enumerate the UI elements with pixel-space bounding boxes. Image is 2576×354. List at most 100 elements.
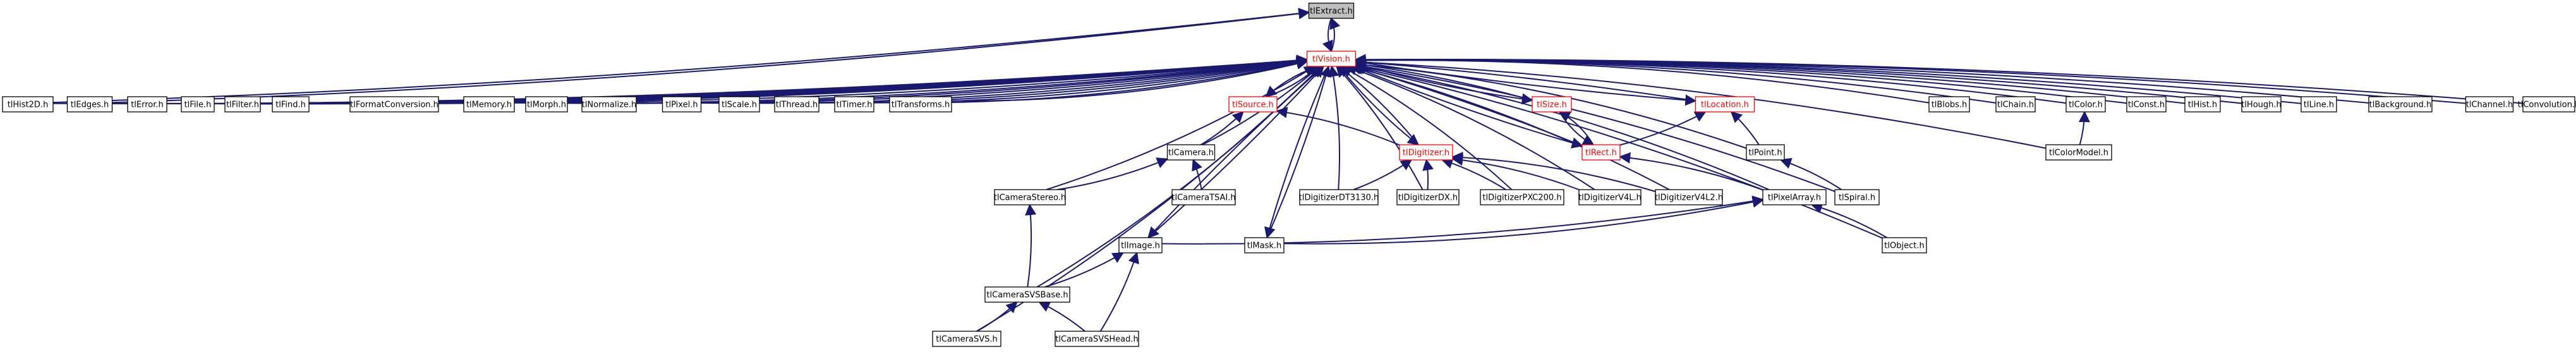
edge-tlCameraSVSBase-to-tlVision [1036, 65, 1322, 288]
node-tlSource[interactable]: tlSource.h [1228, 96, 1278, 113]
node-label: tlTransforms.h [892, 101, 950, 110]
node-tlDigitizerV4L[interactable]: tlDigitizerV4L.h [1578, 189, 1642, 205]
node-tlBackground[interactable]: tlBackground.h [2368, 96, 2433, 113]
node-label: tlSource.h [1232, 101, 1274, 110]
node-tlDigitizerPXC200[interactable]: tlDigitizerPXC200.h [1480, 189, 1564, 205]
node-tlDigitizerDT3130[interactable]: tlDigitizerDT3130.h [1299, 189, 1379, 205]
node-tlExtract[interactable]: tlExtract.h [1308, 3, 1355, 19]
edge-tlFormatConversion-to-tlVision [438, 55, 1309, 104]
node-tlColor[interactable]: tlColor.h [2065, 96, 2106, 113]
node-box [1228, 96, 1278, 113]
node-box [834, 96, 874, 113]
node-label: tlExtract.h [1310, 7, 1353, 16]
node-tlDigitizerV4L2[interactable]: tlDigitizerV4L2.h [1655, 189, 1723, 205]
node-tlCameraStereo[interactable]: tlCameraStereo.h [994, 189, 1066, 205]
edge-tlExtract-to-tlVision [1322, 18, 1333, 52]
node-tlFile[interactable]: tlFile.h [181, 96, 215, 113]
node-tlLine[interactable]: tlLine.h [2301, 96, 2337, 113]
node-tlSize[interactable]: tlSize.h [1532, 96, 1572, 113]
node-label: tlFile.h [184, 101, 212, 110]
edge-tlCameraStereo-to-tlCamera [1056, 157, 1169, 190]
node-box [1995, 96, 2036, 113]
node-tlLocation[interactable]: tlLocation.h [1695, 96, 1755, 113]
node-tlCameraSVSBase[interactable]: tlCameraSVSBase.h [984, 286, 1070, 303]
node-box [224, 96, 261, 113]
node-tlTimer[interactable]: tlTimer.h [834, 96, 874, 113]
node-tlDigitizerDX[interactable]: tlDigitizerDX.h [1396, 189, 1460, 205]
node-tlObject[interactable]: tlObject.h [1882, 237, 1927, 253]
node-tlConvolution[interactable]: tlConvolution.h [2518, 96, 2576, 113]
edge-tlMask-to-tlPixelArray [1283, 196, 1764, 245]
node-label: tlRect.h [1585, 149, 1617, 158]
edge-tlCamera-to-tlSource [1200, 111, 1244, 145]
node-box [1306, 51, 1357, 67]
node-label: tlCameraStereo.h [994, 193, 1066, 203]
node-tlFilter[interactable]: tlFilter.h [224, 96, 261, 113]
edge-tlColorModel-to-tlVision [1354, 56, 2047, 149]
node-box [1882, 237, 1927, 253]
node-tlTransforms[interactable]: tlTransforms.h [889, 96, 952, 113]
edge-tlLocation-to-tlVision [1354, 56, 1696, 102]
node-tlMask[interactable]: tlMask.h [1244, 237, 1285, 253]
node-tlCamera[interactable]: tlCamera.h [1166, 144, 1216, 161]
node-tlBlobs[interactable]: tlBlobs.h [1928, 96, 1970, 113]
node-box [181, 96, 215, 113]
node-box [1578, 189, 1642, 205]
node-tlHist2D[interactable]: tlHist2D.h [2, 96, 54, 113]
node-tlDigitizer[interactable]: tlDigitizer.h [1399, 144, 1453, 161]
node-tlError[interactable]: tlError.h [127, 96, 167, 113]
edge-tlVision-to-tlDigitizer [1338, 66, 1420, 146]
edge-tlDigitizerDX-to-tlVision [1336, 65, 1424, 190]
node-tlPoint[interactable]: tlPoint.h [1746, 144, 1785, 161]
node-label: tlDigitizerDT3130.h [1299, 193, 1379, 203]
node-label: tlLine.h [2304, 101, 2334, 110]
node-tlColorModel[interactable]: tlColorModel.h [2045, 144, 2112, 161]
node-box [2301, 96, 2337, 113]
node-tlHough[interactable]: tlHough.h [2241, 96, 2282, 113]
node-tlConst[interactable]: tlConst.h [2126, 96, 2167, 113]
node-label: tlHist2D.h [8, 101, 49, 110]
node-box [272, 96, 310, 113]
node-tlMorph[interactable]: tlMorph.h [525, 96, 568, 113]
node-tlPixelArray[interactable]: tlPixelArray.h [1762, 189, 1827, 205]
node-box [1399, 144, 1453, 161]
node-tlThread[interactable]: tlThread.h [774, 96, 819, 113]
node-label: tlSpiral.h [1839, 193, 1875, 203]
node-tlChain[interactable]: tlChain.h [1995, 96, 2036, 113]
node-box [349, 96, 439, 113]
node-box [662, 96, 702, 113]
node-tlMemory[interactable]: tlMemory.h [463, 96, 515, 113]
node-label: tlThread.h [776, 101, 818, 110]
node-tlSpiral[interactable]: tlSpiral.h [1834, 189, 1880, 205]
edge-tlDigitizerDT3130-to-tlDigitizer [1353, 159, 1413, 190]
edge-tlSpiral-to-tlVision [1354, 61, 1835, 192]
node-tlCameraSVS[interactable]: tlCameraSVS.h [932, 331, 1001, 347]
node-tlRect[interactable]: tlRect.h [1581, 144, 1621, 161]
dependency-edges [52, 8, 2524, 332]
node-label: tlObject.h [1884, 241, 1924, 251]
node-box [1746, 144, 1785, 161]
edge-tlObject-to-tlVision [1353, 63, 1883, 239]
node-box [2126, 96, 2167, 113]
node-box [1396, 189, 1460, 205]
node-tlCameraSVSHead[interactable]: tlCameraSVSHead.h [1055, 331, 1139, 347]
node-tlVision[interactable]: tlVision.h [1306, 51, 1357, 67]
edge-tlVision-to-tlExtract [1329, 17, 1341, 52]
node-label: tlConst.h [2128, 101, 2165, 110]
node-label: tlBlobs.h [1932, 101, 1968, 110]
node-tlPixel[interactable]: tlPixel.h [662, 96, 702, 113]
edge-tlTransforms-to-tlVision [951, 58, 1309, 102]
node-box [889, 96, 952, 113]
node-label: tlChain.h [1997, 101, 2034, 110]
node-label: tlBackground.h [2369, 101, 2432, 110]
node-tlChannel[interactable]: tlChannel.h [2465, 96, 2514, 113]
node-tlNormalize[interactable]: tlNormalize.h [581, 96, 637, 113]
node-tlImage[interactable]: tlImage.h [1118, 237, 1163, 253]
node-tlFind[interactable]: tlFind.h [272, 96, 310, 113]
node-tlHist[interactable]: tlHist.h [2184, 96, 2221, 113]
node-tlFormatConversion[interactable]: tlFormatConversion.h [349, 96, 439, 113]
node-tlScale[interactable]: tlScale.h [718, 96, 760, 113]
node-tlEdges[interactable]: tlEdges.h [66, 96, 113, 113]
node-label: tlDigitizerPXC200.h [1482, 193, 1561, 203]
node-tlCameraTSAI[interactable]: tlCameraTSAI.h [1171, 189, 1236, 205]
